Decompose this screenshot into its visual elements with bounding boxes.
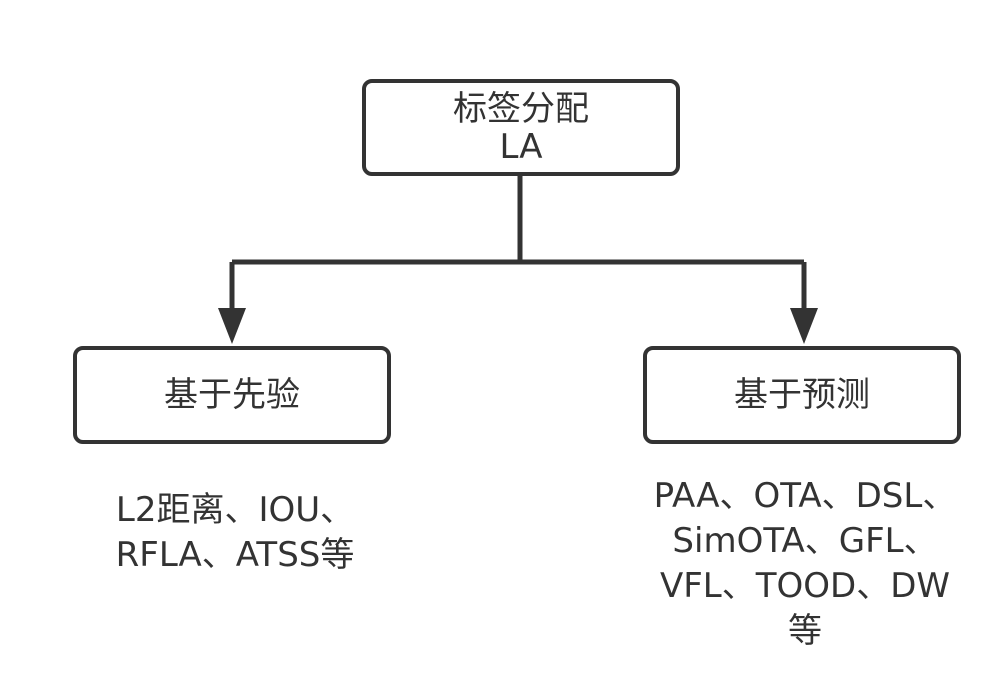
- left-arrowhead: [218, 308, 246, 344]
- prediction-based-methods: PAA、OTA、DSL、 SimOTA、GFL、 VFL、TOOD、DW 等: [620, 474, 990, 654]
- prior-based-methods: L2距离、IOU、 RFLA、ATSS等: [60, 488, 410, 578]
- prior-methods-line-1: L2距离、IOU、: [115, 490, 355, 530]
- prediction-methods-line-1: PAA、OTA、DSL、: [653, 476, 957, 516]
- prediction-methods-line-4: 等: [788, 611, 822, 651]
- prediction-methods-line-3: VFL、TOOD、DW: [659, 566, 951, 606]
- root-label-abbr: LA: [499, 126, 543, 167]
- root-node: 标签分配 LA: [362, 79, 680, 176]
- right-arrowhead: [790, 308, 818, 344]
- prediction-based-node: 基于预测: [643, 346, 961, 444]
- root-label-cn: 标签分配: [453, 88, 589, 129]
- prior-based-node: 基于先验: [73, 346, 391, 444]
- prediction-methods-line-2: SimOTA、GFL、: [672, 521, 938, 561]
- prior-based-label: 基于先验: [164, 375, 300, 415]
- prediction-based-label: 基于预测: [734, 375, 870, 415]
- prior-methods-line-2: RFLA、ATSS等: [115, 535, 355, 575]
